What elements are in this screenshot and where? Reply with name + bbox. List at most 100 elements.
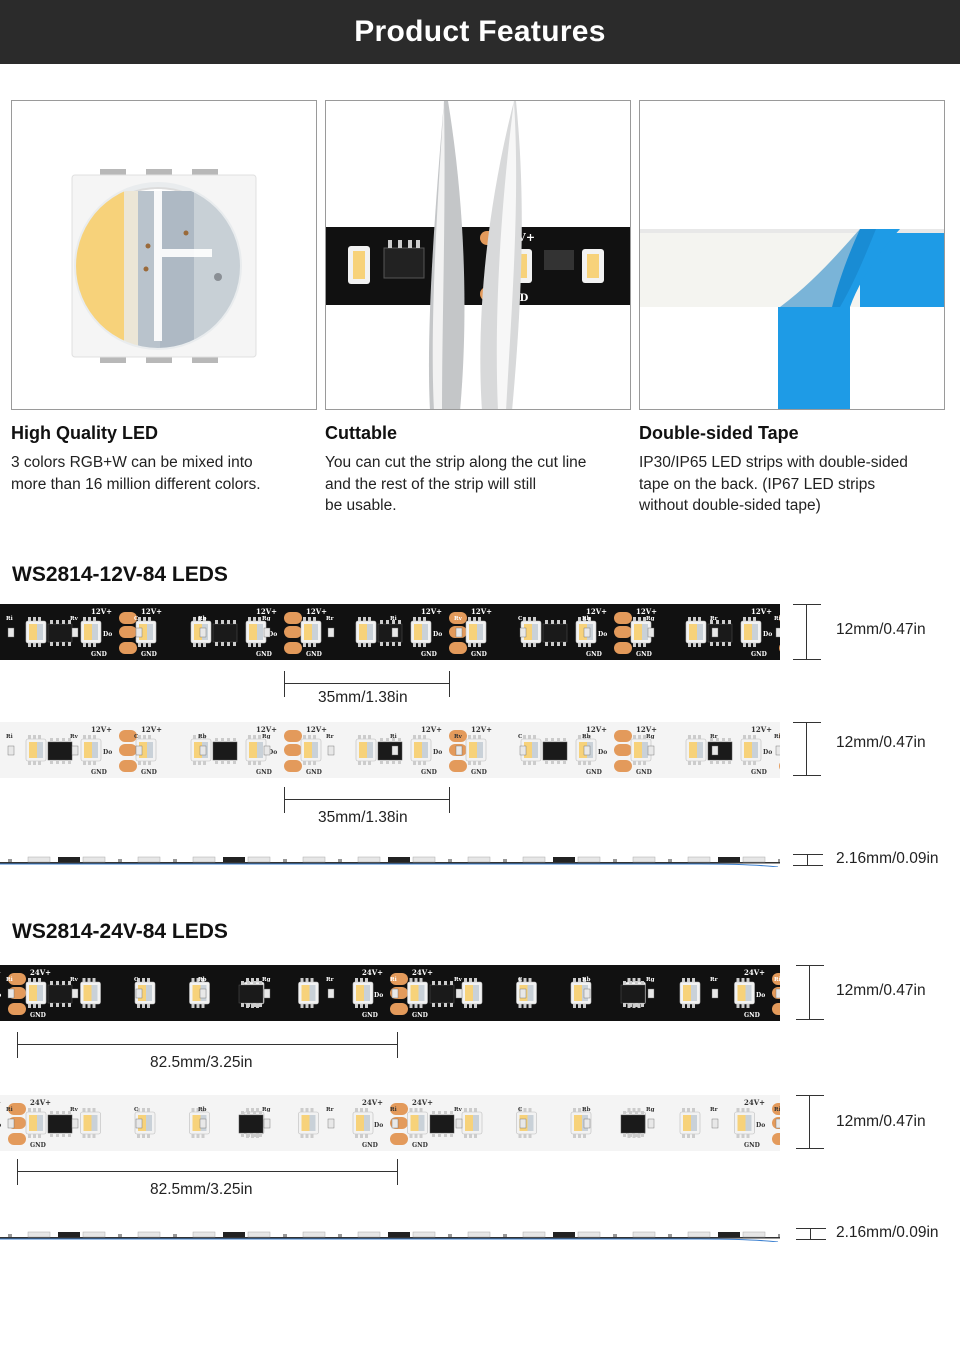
feature-desc-tape: IP30/IP65 LED strips with double-sided t… [639, 454, 908, 514]
svg-text:12V+: 12V+ [306, 725, 327, 734]
svg-text:GND: GND [306, 769, 322, 776]
svg-text:12V+: 12V+ [636, 607, 657, 616]
svg-text:Rv: Rv [70, 616, 79, 622]
svg-text:Rb: Rb [198, 1107, 207, 1113]
feature-card-tape: Double-sided Tape IP30/IP65 LED strips w… [639, 100, 945, 517]
svg-text:12V+: 12V+ [306, 607, 327, 616]
strip-side-view-24v [0, 1228, 821, 1243]
svg-text:Rv: Rv [454, 616, 463, 622]
svg-text:Do: Do [598, 749, 607, 756]
svg-text:24V+: 24V+ [30, 968, 51, 977]
cut-dimension-12v-black [284, 671, 450, 697]
svg-text:Do: Do [103, 749, 112, 756]
page-title: Product Features [354, 15, 606, 48]
thickness-label-12v: 2.16mm/0.09in [836, 850, 939, 867]
svg-text:Do: Do [268, 749, 277, 756]
svg-text:12V+: 12V+ [471, 607, 492, 616]
scissors-icon: 12V+ GND Di [326, 101, 630, 409]
svg-text:Do: Do [0, 1122, 1, 1129]
svg-text:24V+: 24V+ [362, 1098, 383, 1107]
width-dimension-12v-white [793, 722, 821, 776]
svg-text:C: C [134, 734, 139, 740]
svg-text:12V+: 12V+ [256, 607, 277, 616]
svg-text:Rr: Rr [326, 977, 334, 983]
cut-dimension-12v-white [284, 787, 450, 813]
svg-text:Rb: Rb [582, 616, 591, 622]
feature-card-cuttable: 12V+ GND Di Cuttable You can cut the str… [325, 100, 631, 517]
svg-text:Rg: Rg [646, 616, 655, 622]
svg-text:GND: GND [256, 651, 272, 658]
tape-image [639, 100, 945, 410]
svg-text:Do: Do [756, 1122, 765, 1129]
svg-text:Rr: Rr [326, 1107, 334, 1113]
svg-text:GND: GND [362, 1142, 378, 1149]
svg-text:Rb: Rb [198, 734, 207, 740]
feature-desc-cuttable: You can cut the strip along the cut line… [325, 454, 587, 514]
svg-text:Ri: Ri [390, 977, 397, 983]
svg-text:12V+: 12V+ [421, 725, 442, 734]
svg-text:Ri: Ri [774, 616, 780, 622]
svg-text:GND: GND [30, 1012, 46, 1019]
svg-text:24V+: 24V+ [362, 968, 383, 977]
svg-text:Rg: Rg [646, 734, 655, 740]
svg-text:Ri: Ri [6, 977, 13, 983]
strip-side-view-12v [0, 853, 821, 868]
cut-label-24v-black: 82.5mm/3.25in [150, 1054, 253, 1071]
section-title-12v: WS2814-12V-84 LEDS [12, 563, 228, 586]
strip-24v-white: 24V+GNDDoDi24V+GND24V+GNDDoDi24V+GND24V+… [0, 1095, 780, 1151]
cuttable-image: 12V+ GND Di [325, 100, 631, 410]
svg-text:12V+: 12V+ [421, 607, 442, 616]
width-dimension-12v-black [793, 604, 821, 660]
page-header: Product Features [0, 0, 960, 64]
svg-text:12V+: 12V+ [471, 725, 492, 734]
svg-text:24V+: 24V+ [744, 1098, 765, 1107]
width-label-24v-black: 12mm/0.47in [836, 982, 926, 999]
svg-text:Rv: Rv [454, 734, 463, 740]
svg-text:Do: Do [756, 992, 765, 999]
svg-text:GND: GND [421, 769, 437, 776]
width-label-12v-black: 12mm/0.47in [836, 621, 926, 638]
svg-text:C: C [518, 977, 523, 983]
svg-text:Rr: Rr [326, 734, 334, 740]
svg-text:GND: GND [306, 651, 322, 658]
svg-text:12V+: 12V+ [141, 607, 162, 616]
svg-text:Rv: Rv [454, 977, 463, 983]
svg-text:Rg: Rg [262, 1107, 271, 1113]
svg-text:Rr: Rr [710, 616, 718, 622]
svg-text:12V+: 12V+ [256, 725, 277, 734]
svg-text:Do: Do [103, 631, 112, 638]
svg-text:Do: Do [374, 1122, 383, 1129]
led-chip-image [11, 100, 317, 410]
svg-text:12V+: 12V+ [91, 725, 112, 734]
svg-text:Rv: Rv [70, 734, 79, 740]
svg-text:Rb: Rb [582, 734, 591, 740]
svg-text:Rr: Rr [710, 1107, 718, 1113]
feature-card-led: High Quality LED 3 colors RGB+W can be m… [11, 100, 317, 495]
svg-text:C: C [518, 734, 523, 740]
svg-text:12V+: 12V+ [586, 607, 607, 616]
svg-text:12V+: 12V+ [586, 725, 607, 734]
svg-text:Rg: Rg [262, 616, 271, 622]
width-label-24v-white: 12mm/0.47in [836, 1113, 926, 1130]
svg-text:Ri: Ri [390, 1107, 397, 1113]
svg-text:Rr: Rr [710, 734, 718, 740]
led-chip-icon [71, 169, 257, 363]
svg-text:Do: Do [763, 631, 772, 638]
svg-text:Ri: Ri [390, 616, 397, 622]
svg-text:24V+: 24V+ [30, 1098, 51, 1107]
svg-text:Do: Do [374, 992, 383, 999]
svg-text:12V+: 12V+ [751, 725, 772, 734]
svg-text:12V+: 12V+ [751, 607, 772, 616]
svg-text:Rb: Rb [198, 616, 207, 622]
svg-text:Do: Do [763, 749, 772, 756]
svg-text:GND: GND [744, 1012, 760, 1019]
feature-title-cuttable: Cuttable [325, 423, 397, 443]
svg-text:Rb: Rb [582, 977, 591, 983]
thickness-dimension-12v [793, 854, 823, 866]
svg-text:Do: Do [268, 631, 277, 638]
feature-title-tape: Double-sided Tape [639, 423, 799, 443]
svg-text:GND: GND [91, 651, 107, 658]
section-title-24v: WS2814-24V-84 LEDS [12, 920, 228, 943]
svg-text:12V+: 12V+ [636, 725, 657, 734]
svg-text:24V+: 24V+ [412, 968, 433, 977]
